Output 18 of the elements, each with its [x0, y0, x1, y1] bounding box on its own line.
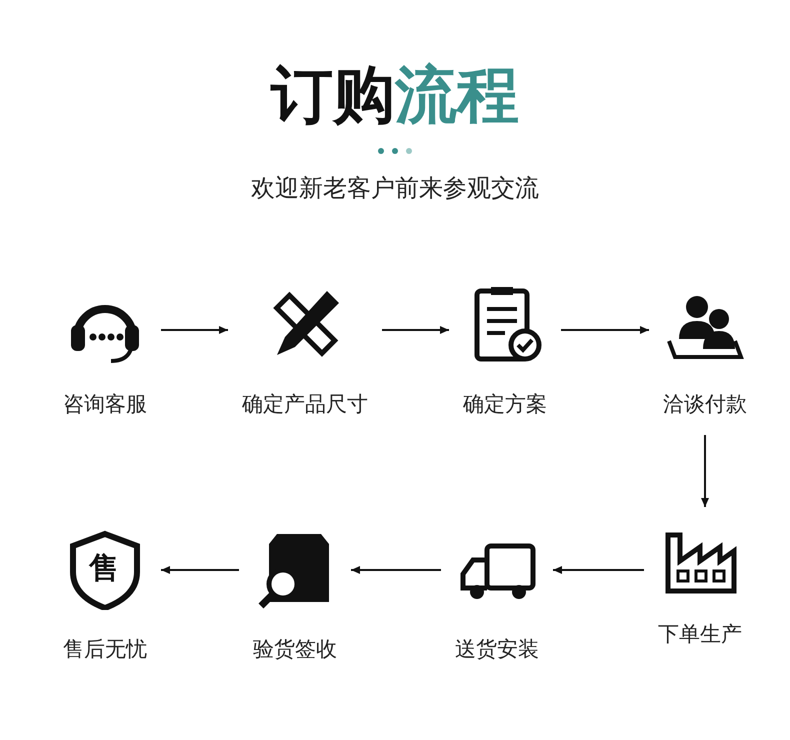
- step-label: 确定方案: [463, 391, 547, 417]
- step-label: 咨询客服: [63, 391, 147, 417]
- step-label: 售后无忧: [63, 636, 147, 662]
- step-label: 确定产品尺寸: [242, 391, 368, 417]
- arrow: [701, 435, 709, 507]
- arrow: [553, 566, 644, 574]
- step-label: 下单生产: [658, 621, 742, 647]
- step-label: 送货安装: [455, 636, 539, 662]
- subtitle: 欢迎新老客户前来参观交流: [251, 174, 539, 202]
- arrow: [561, 326, 649, 334]
- step-label: 洽谈付款: [663, 391, 747, 417]
- step-label: 验货签收: [253, 636, 337, 662]
- arrow: [382, 326, 449, 334]
- arrow: [161, 566, 239, 574]
- title: 订购流程: [271, 58, 519, 131]
- arrow: [161, 326, 228, 334]
- arrow: [351, 566, 441, 574]
- icon-glyph: 售: [89, 552, 119, 586]
